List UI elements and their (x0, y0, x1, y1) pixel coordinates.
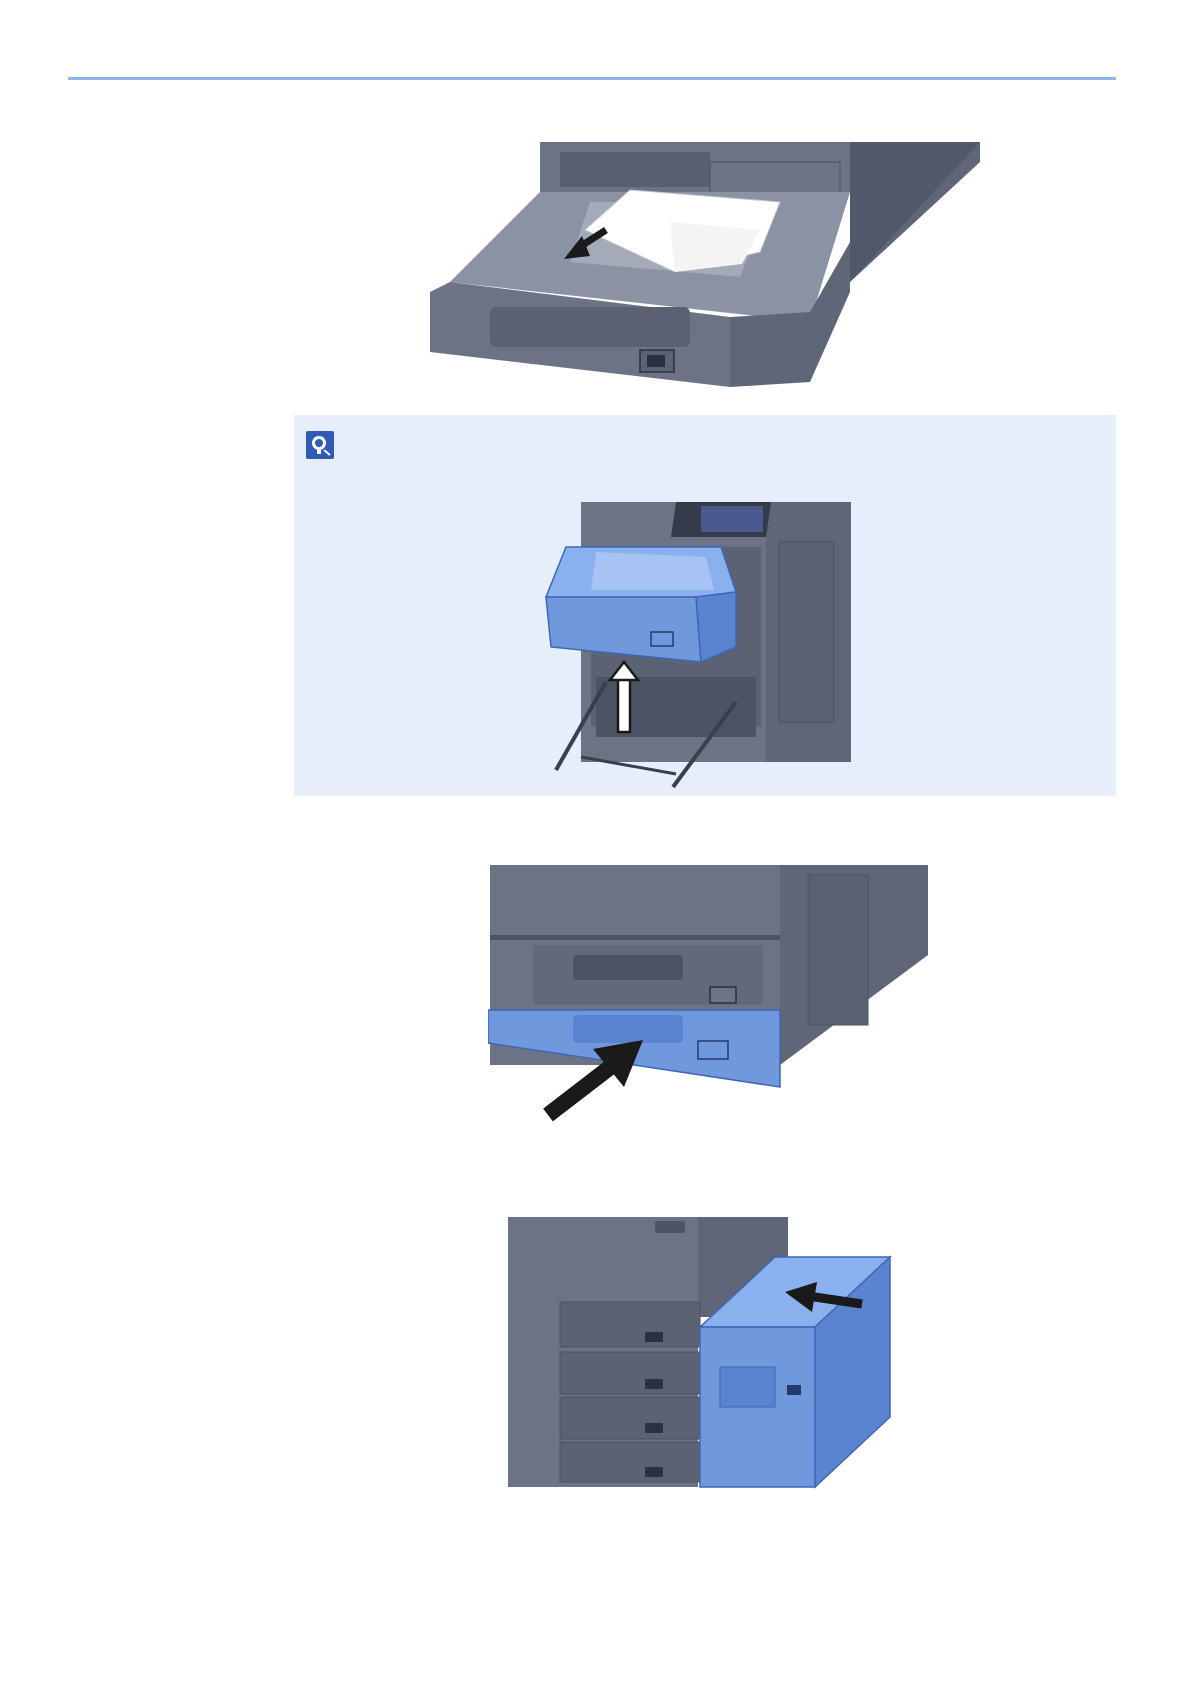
figure-remove-jammed-paper (430, 142, 990, 412)
note-icon (306, 431, 334, 459)
figure-close-side-feeder (505, 1217, 925, 1492)
figure-close-cassette (488, 865, 938, 1125)
header-rule (68, 77, 1116, 80)
note-panel (294, 415, 1116, 796)
figure-tray-removal-guide-rails (536, 502, 896, 797)
